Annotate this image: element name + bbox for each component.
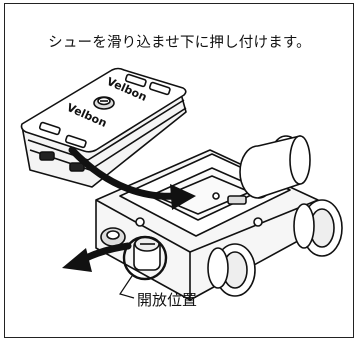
instruction-text: シューを滑り込ませ下に押し付けます。	[48, 35, 311, 51]
callout-leader	[119, 275, 135, 299]
quick-release-plate	[20, 67, 187, 188]
release-position-label: 開放位置	[137, 291, 198, 309]
release-lever-highlight	[122, 235, 168, 281]
tripod-head-assembly	[95, 135, 343, 301]
slide-in-arrow	[68, 146, 196, 210]
release-arrow	[62, 242, 132, 272]
